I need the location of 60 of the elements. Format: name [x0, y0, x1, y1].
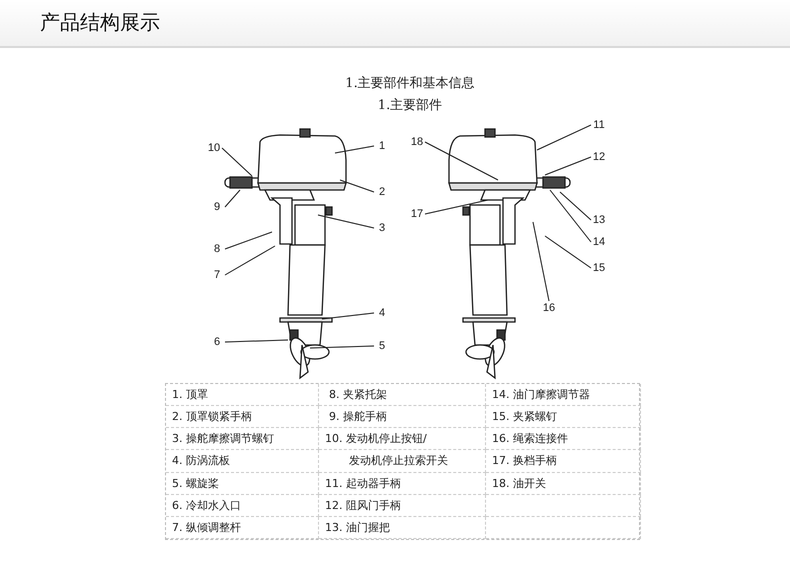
part-name: 10. 发动机停止按钮/ [325, 431, 427, 446]
callout-number: 6 [209, 335, 225, 349]
leader-line [424, 200, 488, 214]
callout-number: 14 [591, 235, 607, 249]
callout-number: 7 [209, 268, 225, 282]
section-heading: 1.主要部件 [376, 97, 444, 114]
section-heading: 1.主要部件和基本信息 [344, 75, 476, 92]
leader-line [224, 246, 276, 276]
part-name: 12. 阻风门手柄 [325, 498, 401, 513]
leader-line [334, 146, 374, 154]
part-name: 15. 夹紧螺钉 [492, 409, 557, 424]
part-name: 8. 夹紧托架 [329, 387, 387, 402]
outboard-motor-drawing [224, 128, 347, 380]
leader-line [536, 124, 592, 150]
callout-number: 2 [374, 185, 390, 199]
leader-line [224, 232, 272, 250]
part-name: 4. 防涡流板 [172, 453, 230, 468]
outboard-motor-drawing [448, 128, 571, 380]
leader-line [532, 222, 550, 302]
part-name: 2. 顶罩锁紧手柄 [172, 409, 252, 424]
leader-line [222, 148, 252, 176]
leader-line [550, 190, 592, 242]
part-name: 发动机停止拉索开关 [349, 453, 448, 468]
part-name: 7. 纵倾调整杆 [172, 520, 241, 535]
part-name: 1. 顶罩 [172, 387, 208, 402]
part-name: 3. 操舵摩擦调节螺钉 [172, 431, 274, 446]
callout-number: 17 [409, 207, 425, 221]
part-name: 6. 冷却水入口 [172, 498, 241, 513]
part-name: 13. 油门握把 [325, 520, 390, 535]
leader-line [424, 142, 498, 180]
callout-number: 10 [206, 141, 222, 155]
leader-line [544, 236, 592, 268]
part-name: 9. 操舵手柄 [329, 409, 387, 424]
leader-line [318, 214, 374, 228]
callout-number: 3 [374, 221, 390, 235]
callout-number: 13 [591, 213, 607, 227]
leader-line [224, 190, 240, 208]
part-name: 17. 换档手柄 [492, 453, 557, 468]
part-name: 11. 起动器手柄 [325, 476, 401, 491]
leader-line [340, 180, 374, 192]
leader-line [322, 312, 374, 320]
callout-number: 12 [591, 150, 607, 164]
callout-number: 9 [209, 200, 225, 214]
callout-number: 4 [374, 306, 390, 320]
part-name: 5. 螺旋桨 [172, 476, 219, 491]
leader-line [224, 340, 288, 342]
part-name: 18. 油开关 [492, 476, 546, 491]
part-name: 14. 油门摩擦调节器 [492, 387, 590, 402]
leader-line [544, 156, 592, 176]
callout-number: 18 [409, 135, 425, 149]
page-title: 产品结构展示 [40, 9, 160, 36]
leader-line [560, 192, 592, 220]
callout-number: 16 [541, 301, 557, 315]
leader-line [310, 346, 374, 348]
callout-number: 5 [374, 339, 390, 353]
part-name: 16. 绳索连接件 [492, 431, 568, 446]
callout-number: 11 [591, 118, 607, 132]
callout-number: 15 [591, 261, 607, 275]
callout-number: 1 [374, 139, 390, 153]
callout-number: 8 [209, 242, 225, 256]
